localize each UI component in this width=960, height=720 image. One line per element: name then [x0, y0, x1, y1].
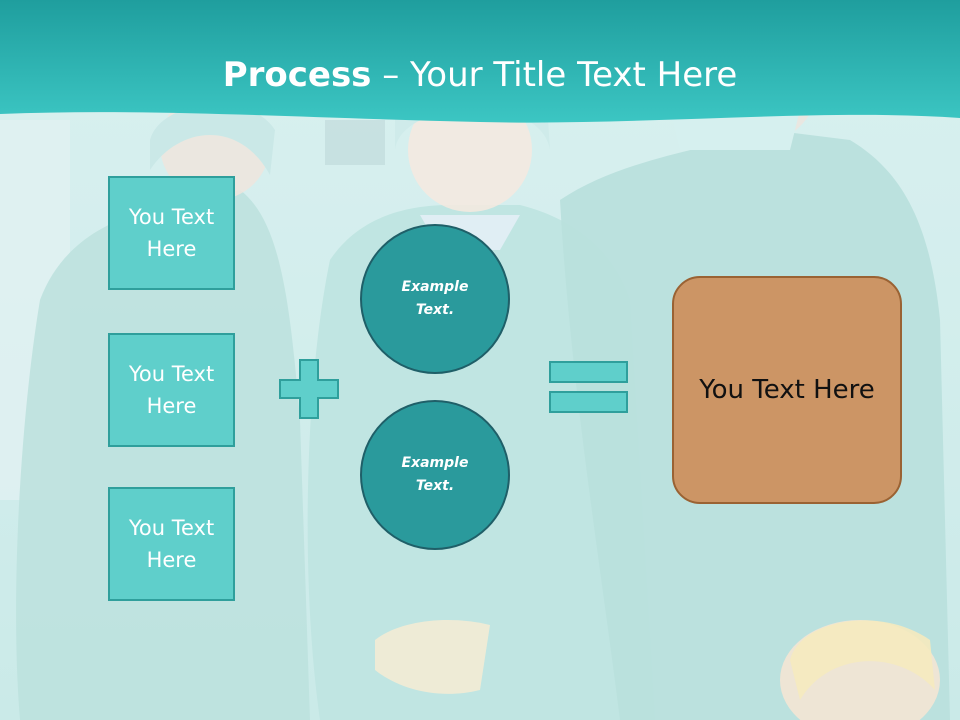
input-box-label: You Text Here	[128, 516, 215, 572]
plus-icon	[279, 359, 339, 419]
example-circle-1[interactable]: Example Text.	[360, 224, 510, 374]
page-title: Process – Your Title Text Here	[0, 52, 960, 98]
circle-label: Example Text.	[401, 455, 469, 494]
result-label: You Text Here	[699, 375, 875, 405]
input-box-label: You Text Here	[128, 205, 215, 261]
input-box-3[interactable]: You Text Here	[108, 487, 235, 601]
title-strong: Process	[222, 55, 372, 95]
input-box-2[interactable]: You Text Here	[108, 333, 235, 447]
title-rest: – Your Title Text Here	[371, 55, 738, 95]
input-box-label: You Text Here	[128, 362, 215, 418]
example-circle-2[interactable]: Example Text.	[360, 400, 510, 550]
result-box[interactable]: You Text Here	[672, 276, 902, 504]
equals-icon	[549, 361, 628, 413]
circle-label: Example Text.	[401, 279, 469, 318]
input-box-1[interactable]: You Text Here	[108, 176, 235, 290]
